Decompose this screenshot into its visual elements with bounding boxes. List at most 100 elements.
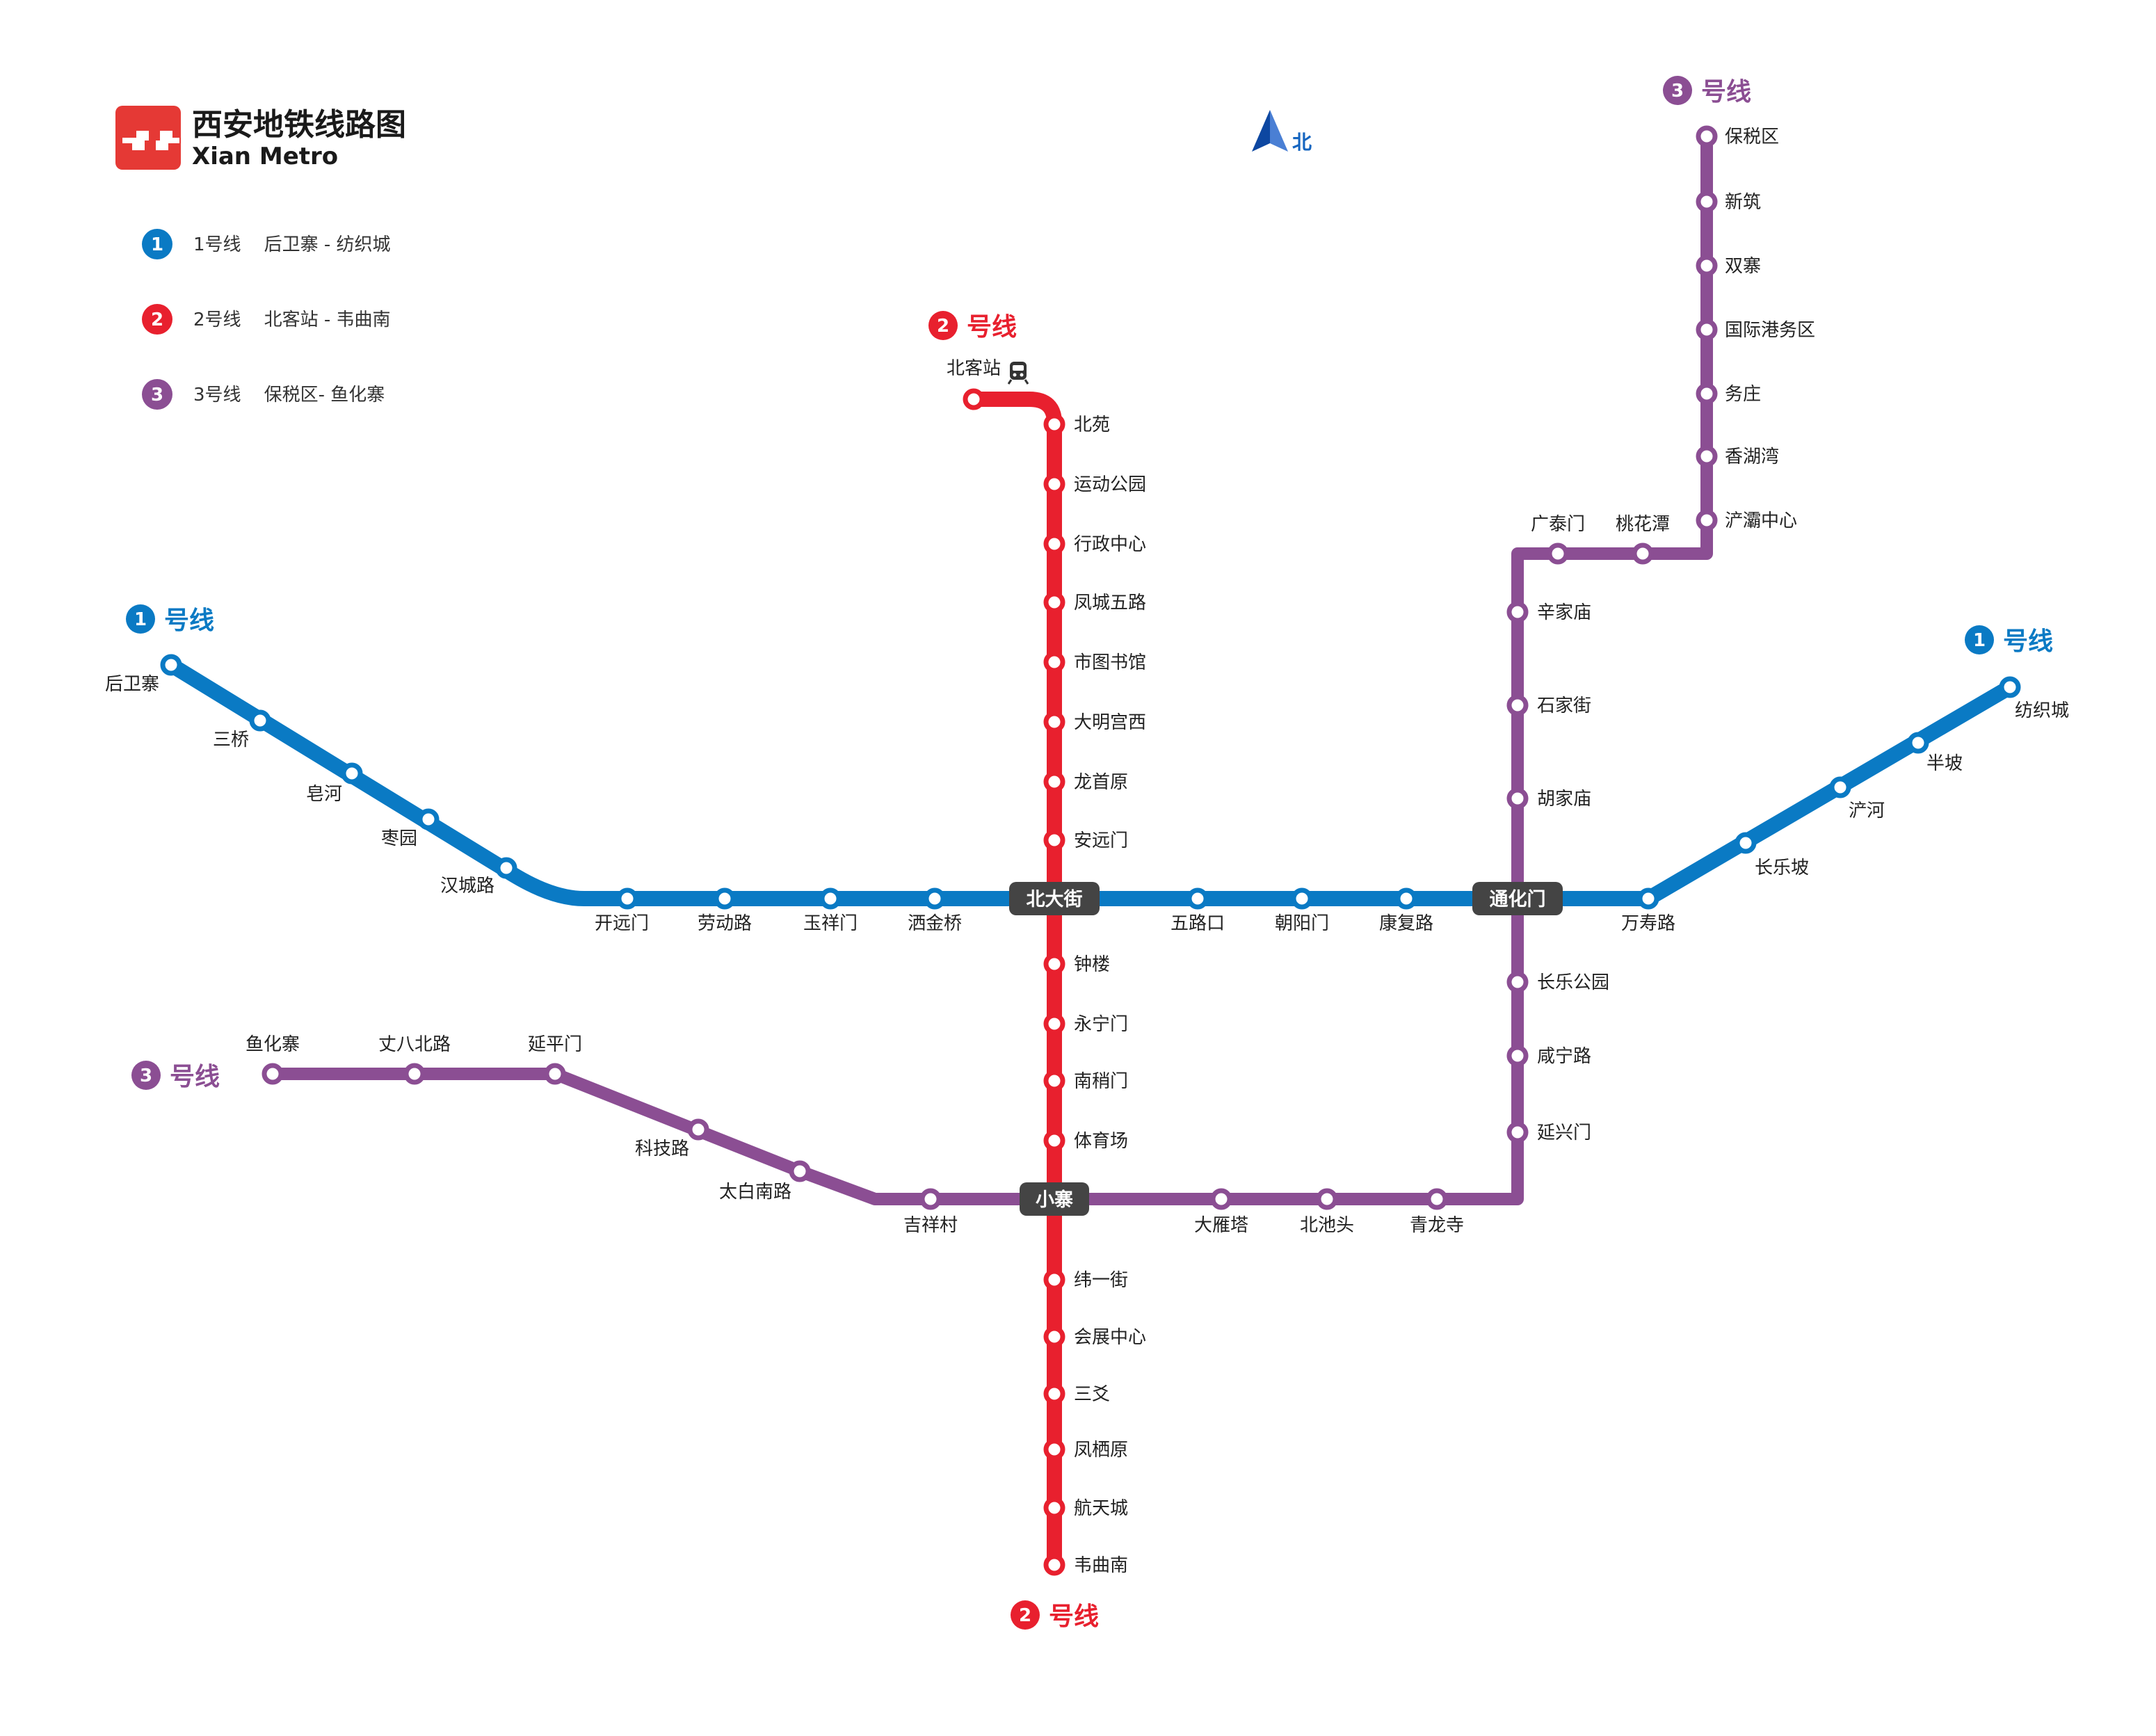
- line1-station[interactable]: 后卫寨: [105, 654, 182, 695]
- line3-station[interactable]: 吉祥村: [903, 1188, 958, 1236]
- station-marker[interactable]: [1186, 887, 1209, 910]
- station-marker[interactable]: [1043, 1497, 1065, 1519]
- line2-station[interactable]: 行政中心: [1043, 533, 1146, 555]
- line3-station[interactable]: 鱼化寨: [246, 1034, 300, 1085]
- line1-station[interactable]: 枣园: [381, 808, 440, 849]
- line3-station[interactable]: 咸宁路: [1506, 1045, 1591, 1067]
- line3-station[interactable]: 胡家庙: [1506, 787, 1591, 810]
- station-marker[interactable]: [1506, 601, 1529, 623]
- station-marker[interactable]: [1426, 1188, 1448, 1210]
- station-marker[interactable]: [919, 1188, 942, 1210]
- station-marker[interactable]: [417, 808, 440, 830]
- line3-station[interactable]: 浐灞中心: [1696, 509, 1797, 531]
- line2-station[interactable]: 北客站: [947, 358, 1001, 410]
- line1-station[interactable]: 纺织城: [1999, 676, 2069, 721]
- line2-station[interactable]: 南稍门: [1043, 1070, 1128, 1092]
- line3-station[interactable]: 太白南路: [719, 1160, 811, 1203]
- station-marker[interactable]: [1043, 651, 1065, 673]
- line3-station[interactable]: 科技路: [635, 1118, 709, 1159]
- station-marker[interactable]: [1043, 473, 1065, 495]
- line2-station[interactable]: 钟楼: [1043, 953, 1110, 975]
- transfer-badge[interactable]: [1009, 882, 1100, 915]
- line2-station[interactable]: 凤城五路: [1043, 591, 1146, 613]
- line2-station[interactable]: 凤栖原: [1043, 1438, 1128, 1461]
- transfer-station[interactable]: 北大街: [1009, 882, 1100, 915]
- station-marker[interactable]: [1043, 1383, 1065, 1405]
- station-marker[interactable]: [1043, 771, 1065, 793]
- station-marker[interactable]: [1043, 591, 1065, 613]
- line3-station[interactable]: 香湖湾: [1696, 445, 1779, 467]
- station-marker[interactable]: [1637, 887, 1659, 910]
- station-marker[interactable]: [924, 887, 946, 910]
- station-marker[interactable]: [262, 1063, 284, 1085]
- station-marker[interactable]: [1735, 832, 1757, 854]
- station-marker[interactable]: [341, 762, 363, 785]
- station-marker[interactable]: [1999, 676, 2021, 698]
- line3-station[interactable]: 双寨: [1696, 255, 1761, 277]
- line1-station[interactable]: 万寿路: [1621, 887, 1675, 934]
- line3-station[interactable]: 延平门: [528, 1034, 582, 1085]
- transfer-badge[interactable]: [1472, 882, 1563, 915]
- line2-station[interactable]: 北苑: [1043, 413, 1110, 435]
- line2-station[interactable]: 龙首原: [1043, 771, 1128, 793]
- line1-station[interactable]: 康复路: [1379, 887, 1433, 934]
- line2-station[interactable]: 会展中心: [1043, 1326, 1146, 1348]
- station-marker[interactable]: [1696, 125, 1718, 147]
- line2-station[interactable]: 安远门: [1043, 829, 1128, 851]
- station-marker[interactable]: [1506, 1045, 1529, 1067]
- transfer-station[interactable]: 通化门: [1472, 882, 1563, 915]
- station-marker[interactable]: [687, 1118, 709, 1141]
- station-marker[interactable]: [1506, 971, 1529, 993]
- line3-station[interactable]: 大雁塔: [1194, 1188, 1248, 1236]
- station-marker[interactable]: [1696, 191, 1718, 213]
- station-marker[interactable]: [1907, 732, 1929, 754]
- line3-station[interactable]: 务庄: [1696, 383, 1761, 405]
- line3-station[interactable]: 辛家庙: [1506, 601, 1591, 623]
- station-marker[interactable]: [819, 887, 842, 910]
- line3-station[interactable]: 广泰门: [1531, 514, 1585, 565]
- line1-station[interactable]: 朝阳门: [1275, 887, 1329, 934]
- station-marker[interactable]: [616, 887, 638, 910]
- line3-station[interactable]: 国际港务区: [1696, 319, 1815, 341]
- line1-station[interactable]: 开远门: [595, 887, 649, 934]
- station-marker[interactable]: [1210, 1188, 1232, 1210]
- line1-station[interactable]: 五路口: [1170, 887, 1225, 934]
- line2-station[interactable]: 三爻: [1043, 1383, 1110, 1405]
- line2-station[interactable]: 体育场: [1043, 1130, 1128, 1152]
- station-marker[interactable]: [1043, 1554, 1065, 1576]
- station-marker[interactable]: [1043, 533, 1065, 555]
- line3-station[interactable]: 石家街: [1506, 694, 1591, 716]
- station-marker[interactable]: [1043, 1070, 1065, 1092]
- station-marker[interactable]: [1043, 953, 1065, 975]
- line1-station[interactable]: 长乐坡: [1735, 832, 1809, 878]
- station-marker[interactable]: [403, 1063, 426, 1085]
- station-marker[interactable]: [1043, 829, 1065, 851]
- line1-station[interactable]: 半坡: [1907, 732, 1963, 774]
- transfer-badge[interactable]: [1020, 1182, 1089, 1216]
- station-marker[interactable]: [1043, 1013, 1065, 1035]
- station-marker[interactable]: [714, 887, 736, 910]
- line2-station[interactable]: 大明宫西: [1043, 711, 1146, 733]
- line2-station[interactable]: 永宁门: [1043, 1013, 1128, 1035]
- station-marker[interactable]: [1043, 1438, 1065, 1461]
- station-marker[interactable]: [1043, 1326, 1065, 1348]
- station-marker[interactable]: [1696, 445, 1718, 467]
- line1-station[interactable]: 皂河: [306, 762, 363, 805]
- station-marker[interactable]: [1043, 1269, 1065, 1291]
- line3-station[interactable]: 桃花潭: [1616, 514, 1670, 565]
- line2-station[interactable]: 韦曲南: [1043, 1554, 1128, 1576]
- station-marker[interactable]: [1632, 542, 1654, 565]
- line3-station[interactable]: 新筑: [1696, 191, 1761, 213]
- station-marker[interactable]: [1696, 255, 1718, 277]
- line2-station[interactable]: 航天城: [1043, 1497, 1128, 1519]
- station-marker[interactable]: [1506, 787, 1529, 810]
- line2-station[interactable]: 市图书馆: [1043, 651, 1146, 673]
- station-marker[interactable]: [160, 654, 182, 676]
- station-marker[interactable]: [789, 1160, 811, 1182]
- station-marker[interactable]: [1696, 509, 1718, 531]
- station-marker[interactable]: [1829, 776, 1851, 798]
- line3-station[interactable]: 青龙寺: [1410, 1188, 1464, 1236]
- line1-station[interactable]: 浐河: [1829, 776, 1885, 821]
- transfer-station[interactable]: 小寨: [1020, 1182, 1089, 1216]
- line3-station[interactable]: 北池头: [1300, 1188, 1354, 1236]
